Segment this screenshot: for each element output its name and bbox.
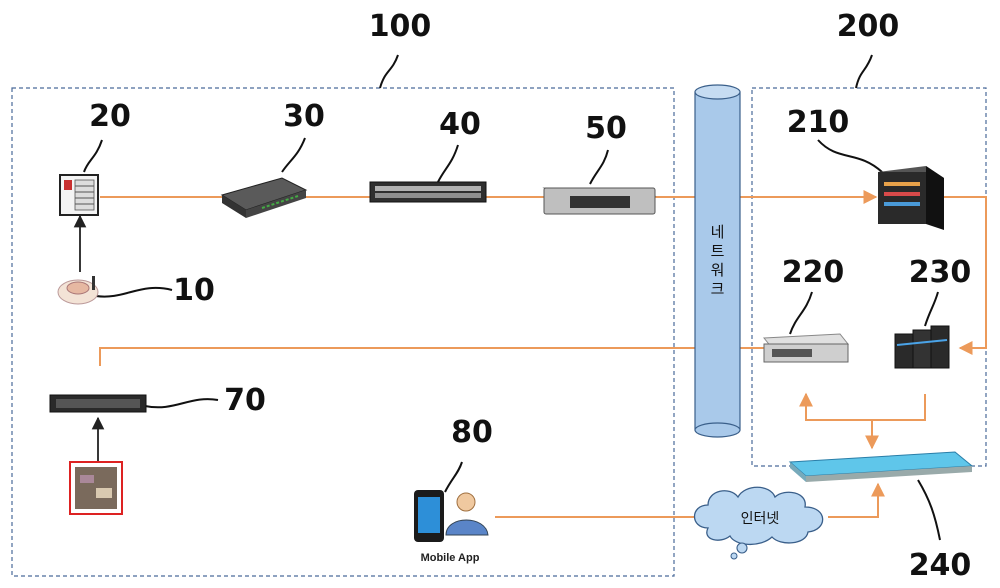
link-220-70 [100,348,764,366]
label-10: 10 [173,273,215,308]
switch-icon [370,182,486,202]
recorder-icon [50,395,146,412]
label-50: 50 [585,111,627,146]
leader-210 [818,140,882,172]
server-cluster-230-icon [895,326,949,368]
label-80: 80 [451,415,493,450]
mobile-app-icon [414,490,488,542]
label-200: 200 [837,9,900,44]
network-char-0: 네 [711,223,725,241]
leader-230 [925,292,938,326]
label-230: 230 [909,255,972,290]
server-220-icon [764,334,848,362]
leader-20 [84,140,102,172]
network-cylinder: 네 트 워 크 [695,85,740,437]
leader-30 [282,138,305,172]
leader-40 [438,145,458,182]
mobile-app-caption: Mobile App [421,552,480,564]
internet-cloud: 인터넷 [695,487,823,559]
leader-70 [145,399,218,407]
label-20: 20 [89,99,131,134]
leader-200 [856,55,872,88]
camera-feed-icon [70,462,122,514]
main-server-icon [878,166,944,230]
leader-240 [918,480,940,540]
internet-label: 인터넷 [741,511,780,527]
link-hub-220 [806,394,872,438]
network-char-1: 트 [711,242,725,260]
link-hub-230 [872,394,925,420]
network-char-3: 크 [711,280,725,298]
label-70: 70 [224,383,266,418]
hub-240-icon [790,452,972,482]
leader-80 [445,462,462,492]
label-210: 210 [787,105,850,140]
leader-50 [590,150,608,184]
label-220: 220 [782,255,845,290]
network-char-2: 워 [711,261,725,279]
leader-10 [96,288,172,297]
detector-icon [58,276,98,304]
label-100: 100 [369,9,432,44]
gateway-icon [222,178,306,218]
leader-220 [790,292,812,334]
receiver-icon [60,175,98,215]
label-240: 240 [909,548,972,583]
leader-100 [380,55,398,88]
label-30: 30 [283,99,325,134]
label-40: 40 [439,107,481,142]
link-internet-hub [828,484,878,517]
server-50-icon [544,188,655,214]
